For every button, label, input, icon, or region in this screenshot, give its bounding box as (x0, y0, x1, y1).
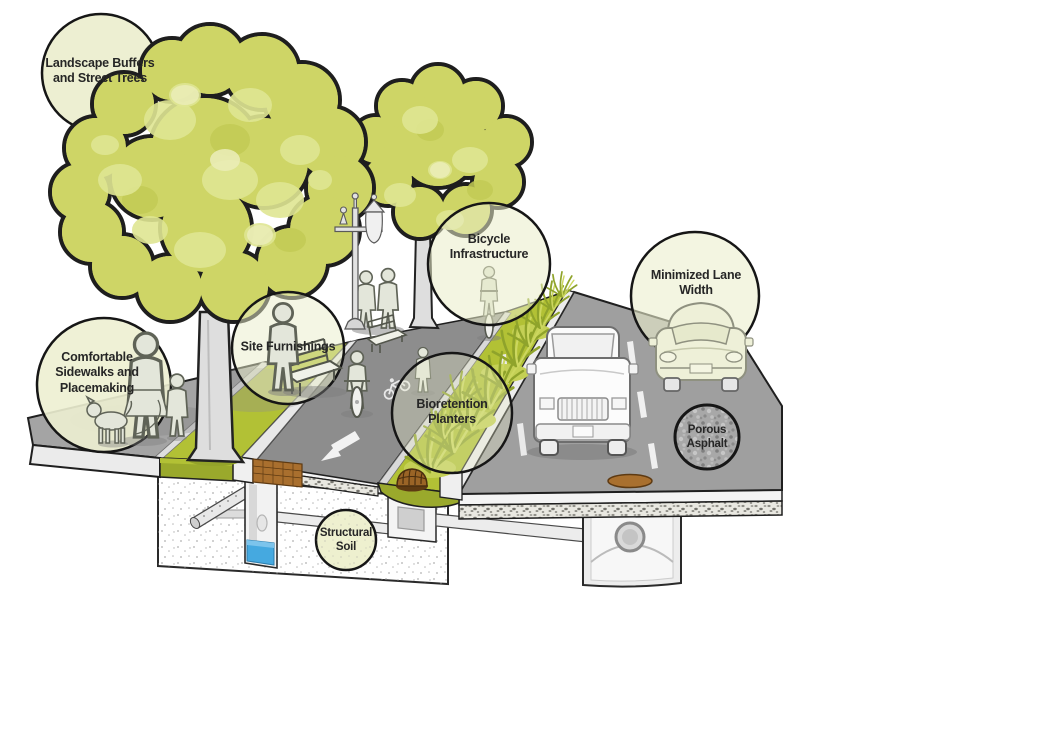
bike-lane-arrow (321, 431, 360, 461)
suv (526, 326, 639, 460)
callout-circle-bioretention-planters (390, 351, 514, 475)
dome-drain (396, 468, 428, 492)
compact-car (648, 301, 754, 392)
child (165, 373, 189, 441)
callout-circle-bicycle-infrastructure (426, 201, 552, 327)
storm-vault (582, 501, 682, 588)
tree-1 (48, 22, 376, 466)
dog (85, 395, 133, 448)
callout-circle-structural-soil (314, 508, 378, 572)
dog-leash (135, 399, 161, 435)
bench-front (283, 338, 347, 398)
lamp-acorn (362, 194, 386, 244)
catch-basin (244, 478, 278, 569)
bench-back (366, 314, 408, 353)
road-base-layers (458, 489, 783, 520)
cyclist-foreground (341, 350, 373, 418)
lane-dash (648, 443, 658, 469)
underground-cross-section (157, 467, 783, 588)
bioretention-vegetation (396, 270, 578, 492)
callout-circle-porous-asphalt (673, 403, 741, 471)
paver-base-block (252, 458, 303, 488)
manhole-cover (607, 473, 653, 489)
lane-dash (627, 341, 636, 365)
jogger (266, 301, 300, 396)
planter-face (376, 482, 460, 508)
road-markings (321, 341, 658, 489)
pedestrian-planter-side (411, 346, 435, 396)
cross-section-faces (28, 443, 463, 508)
street-lamp (334, 192, 386, 330)
lane-dash (637, 391, 647, 418)
edge-dash (517, 423, 527, 456)
